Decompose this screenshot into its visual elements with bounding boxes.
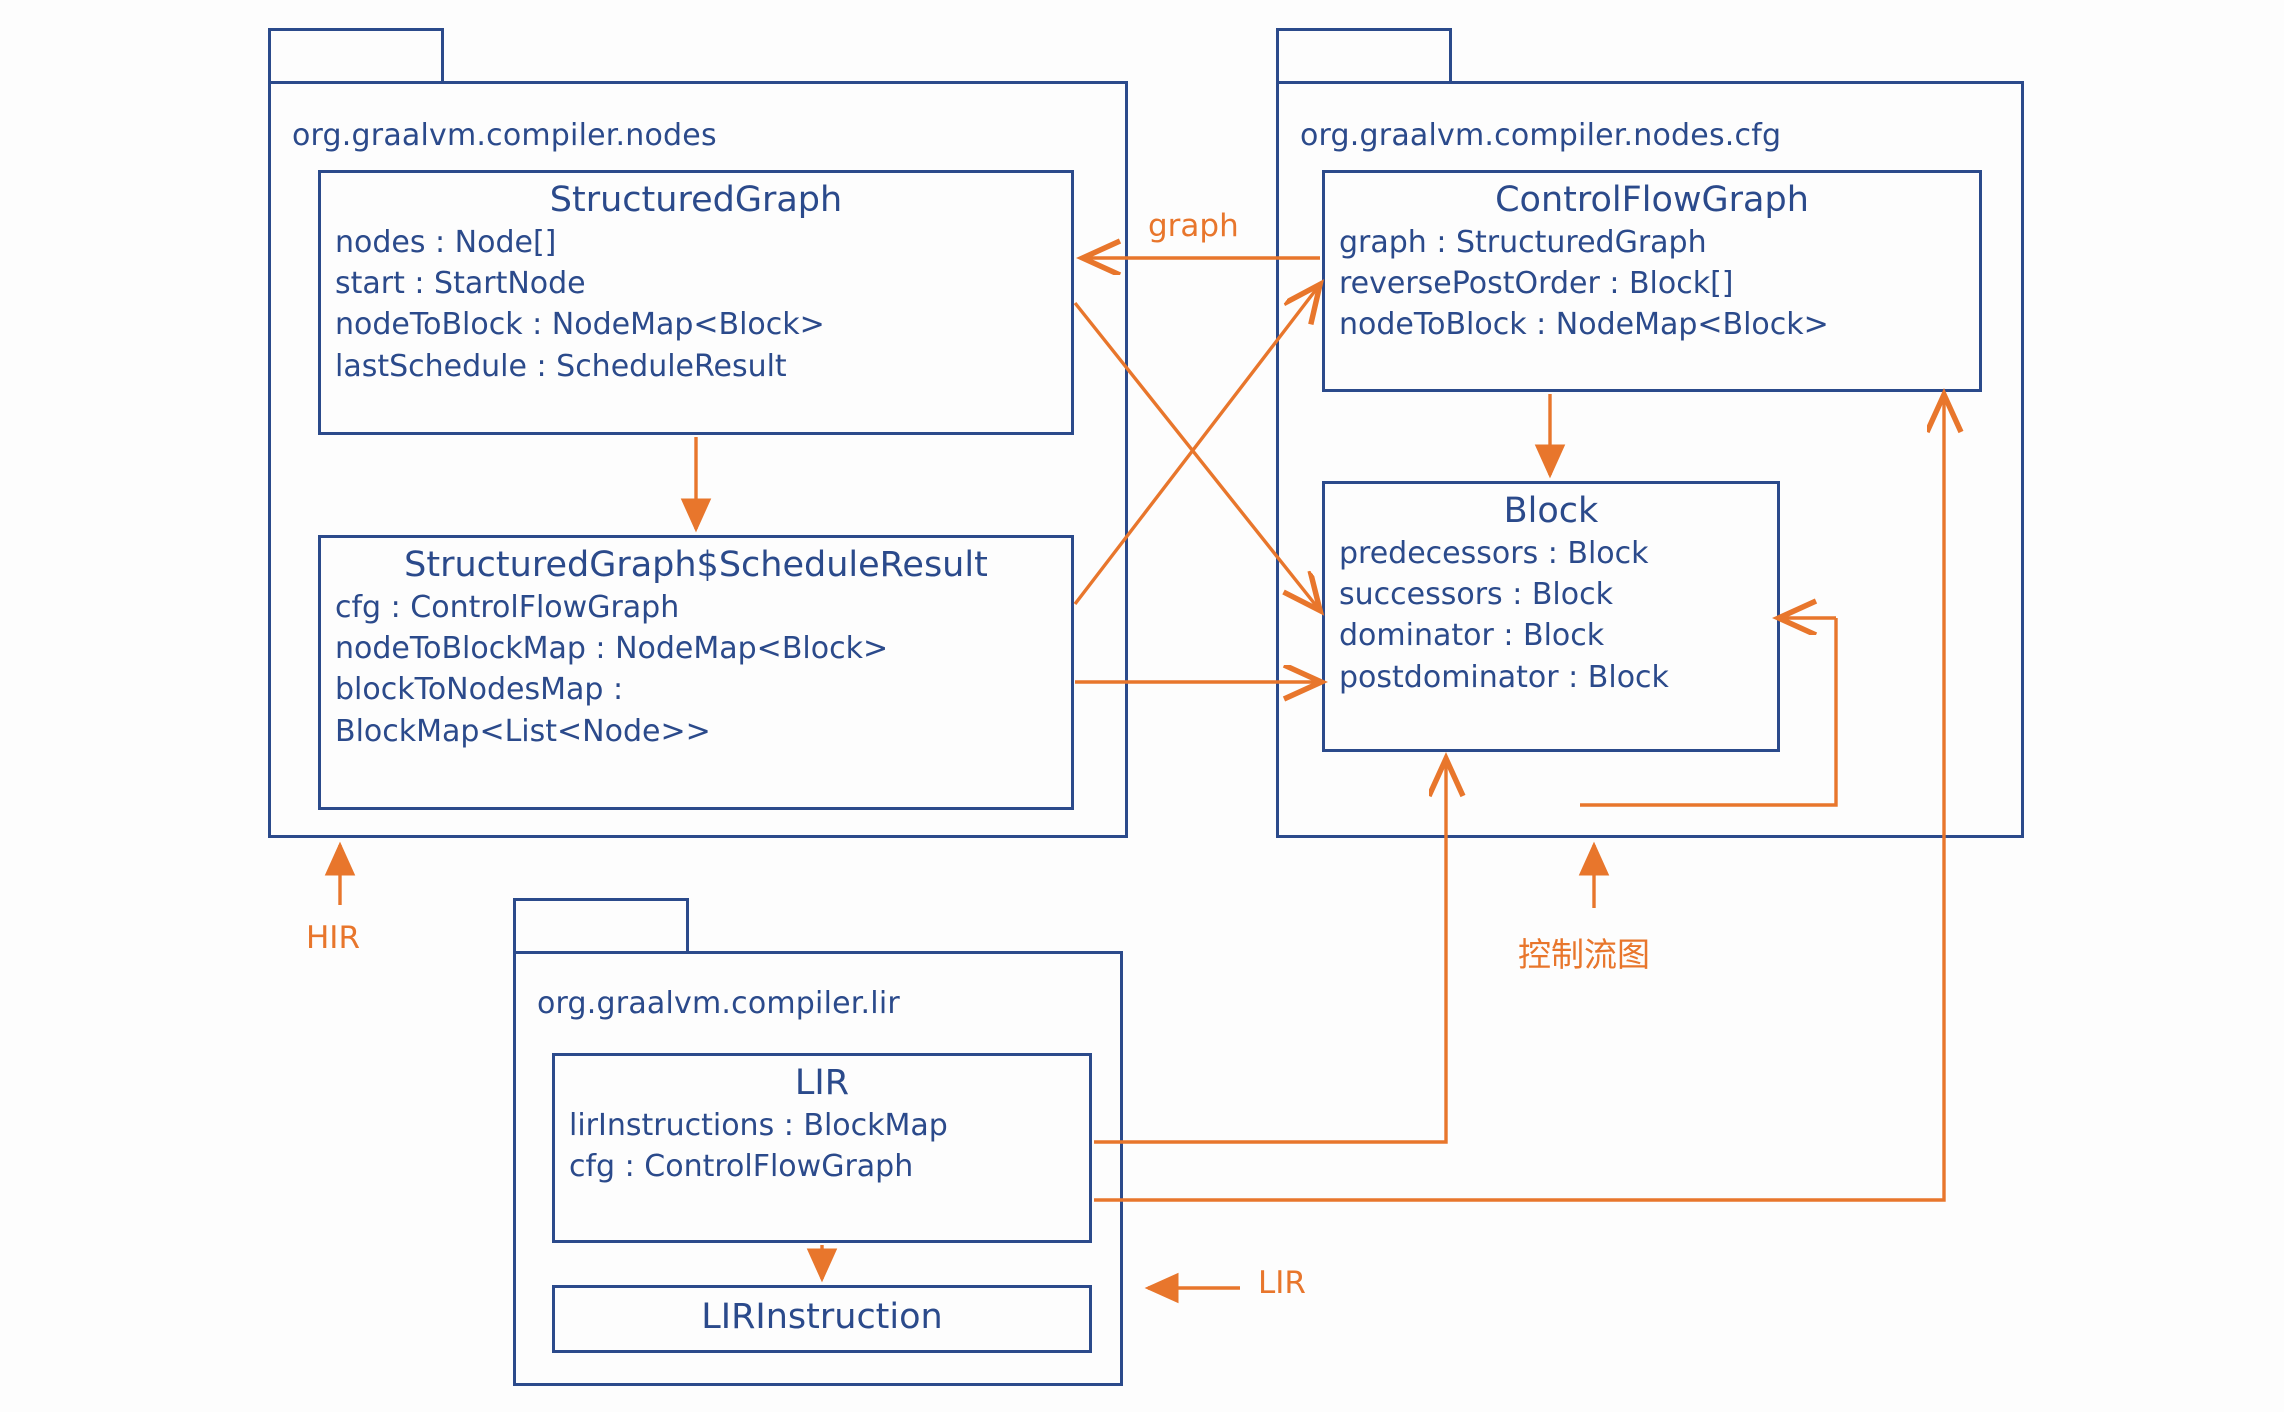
class-title-lir-instruction: LIRInstruction: [701, 1297, 943, 1337]
attribute-row: cfg : ControlFlowGraph: [335, 589, 680, 625]
class-title-control-flow-graph: ControlFlowGraph: [1495, 180, 1809, 220]
attribute-row: lastSchedule : ScheduleResult: [335, 348, 787, 384]
class-schedule-result: StructuredGraph$ScheduleResult cfg : Con…: [318, 535, 1074, 810]
annotation-label-lir: LIR: [1258, 1265, 1306, 1301]
package-label-lir: org.graalvm.compiler.lir: [537, 986, 900, 1021]
class-attributes-structured-graph: nodes : Node[] start : StartNode nodeToB…: [335, 222, 1057, 388]
attribute-row: lirInstructions : BlockMap: [569, 1107, 948, 1143]
attribute-row: postdominator : Block: [1339, 659, 1669, 695]
package-label-cfg: org.graalvm.compiler.nodes.cfg: [1300, 118, 1782, 153]
package-tab-nodes: [268, 28, 444, 84]
class-title-structured-graph: StructuredGraph: [549, 180, 843, 220]
attribute-row: predecessors : Block: [1339, 535, 1649, 571]
class-title-schedule-result: StructuredGraph$ScheduleResult: [404, 545, 988, 585]
attribute-row: start : StartNode: [335, 266, 586, 302]
class-title-block: Block: [1503, 491, 1599, 531]
class-lir-instruction: LIRInstruction: [552, 1285, 1092, 1353]
edge-label-graph: graph: [1148, 208, 1239, 244]
attribute-row: BlockMap<List<Node>>: [335, 713, 711, 749]
class-attributes-lir: lirInstructions : BlockMap cfg : Control…: [569, 1105, 1075, 1188]
annotation-label-control-flow-graph: 控制流图: [1518, 935, 1650, 974]
class-structured-graph: StructuredGraph nodes : Node[] start : S…: [318, 170, 1074, 435]
package-tab-lir: [513, 898, 689, 954]
attribute-row: nodeToBlock : NodeMap<Block>: [335, 307, 825, 343]
attribute-row: cfg : ControlFlowGraph: [569, 1149, 914, 1185]
attribute-row: successors : Block: [1339, 577, 1613, 613]
package-tab-cfg: [1276, 28, 1452, 84]
attribute-row: nodeToBlock : NodeMap<Block>: [1339, 307, 1829, 343]
annotation-label-hir: HIR: [306, 920, 360, 956]
attribute-row: graph : StructuredGraph: [1339, 224, 1707, 260]
attribute-row: nodeToBlockMap : NodeMap<Block>: [335, 631, 889, 667]
attribute-row: dominator : Block: [1339, 618, 1605, 654]
class-attributes-control-flow-graph: graph : StructuredGraph reversePostOrder…: [1339, 222, 1965, 346]
class-block: Block predecessors : Block successors : …: [1322, 481, 1780, 752]
class-lir: LIR lirInstructions : BlockMap cfg : Con…: [552, 1053, 1092, 1243]
class-control-flow-graph: ControlFlowGraph graph : StructuredGraph…: [1322, 170, 1982, 392]
attribute-row: blockToNodesMap :: [335, 672, 624, 708]
class-title-lir: LIR: [794, 1063, 850, 1103]
attribute-row: reversePostOrder : Block[]: [1339, 266, 1734, 302]
class-attributes-schedule-result: cfg : ControlFlowGraph nodeToBlockMap : …: [335, 587, 1057, 753]
package-label-nodes: org.graalvm.compiler.nodes: [292, 118, 717, 153]
attribute-row: nodes : Node[]: [335, 224, 557, 260]
class-attributes-block: predecessors : Block successors : Block …: [1339, 533, 1763, 699]
